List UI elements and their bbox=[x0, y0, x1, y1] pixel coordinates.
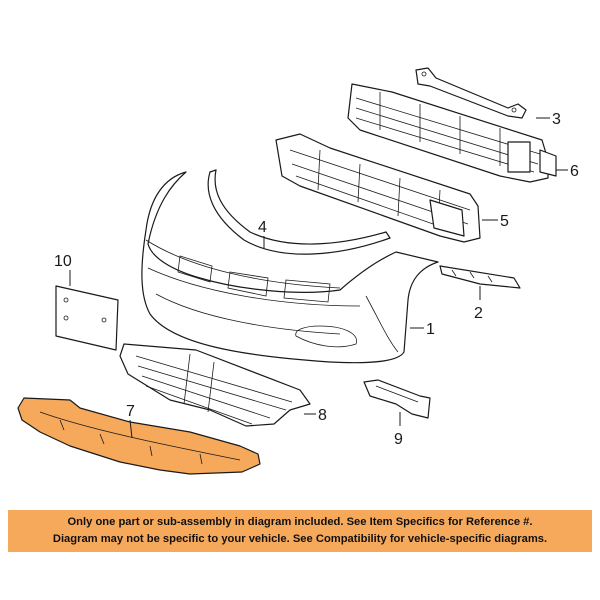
part-1-bumper-cover bbox=[141, 171, 439, 364]
callout-2: 2 bbox=[474, 305, 483, 322]
callout-6: 6 bbox=[570, 163, 579, 180]
part-5-absorber bbox=[275, 133, 481, 243]
part-6-impact-bar bbox=[347, 83, 557, 183]
part-10-license-bracket bbox=[55, 285, 119, 351]
disclaimer-banner: Only one part or sub-assembly in diagram… bbox=[8, 510, 592, 552]
callout-8: 8 bbox=[318, 407, 327, 424]
part-9-lower-bracket bbox=[363, 379, 431, 419]
part-7-splash-shield bbox=[17, 397, 261, 475]
leader-lines bbox=[69, 117, 568, 439]
part-8-grille-shutter bbox=[119, 343, 311, 427]
part-2-side-bracket bbox=[439, 265, 521, 289]
callout-10: 10 bbox=[54, 253, 72, 270]
callout-5: 5 bbox=[500, 213, 509, 230]
callout-7: 7 bbox=[126, 403, 135, 420]
disclaimer-line-1: Only one part or sub-assembly in diagram… bbox=[67, 516, 533, 528]
callout-3: 3 bbox=[552, 111, 561, 128]
disclaimer-line-2: Diagram may not be specific to your vehi… bbox=[52, 533, 548, 545]
callout-labels: 1 2 3 4 5 6 7 8 9 10 bbox=[54, 111, 579, 448]
callout-9: 9 bbox=[394, 431, 403, 448]
part-4-upper-strip bbox=[207, 169, 391, 255]
callout-4: 4 bbox=[258, 219, 267, 236]
callout-1: 1 bbox=[426, 321, 435, 338]
part-3-upper-bracket bbox=[415, 67, 527, 119]
